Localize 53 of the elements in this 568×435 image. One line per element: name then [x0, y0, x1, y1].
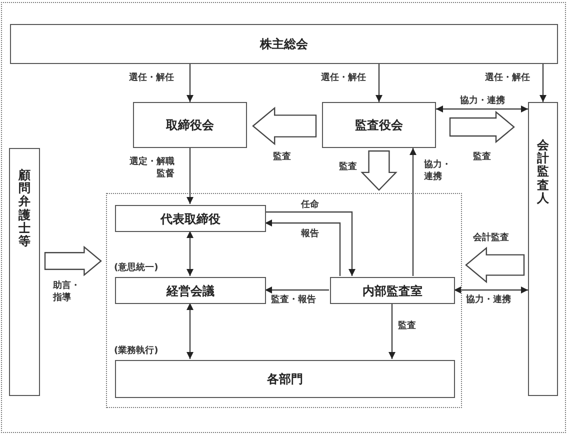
arrow — [186, 148, 194, 204]
edge-label: 選任・解任 — [320, 72, 367, 84]
edge-label: 監査・報告 — [270, 294, 317, 306]
edge-label: 監査 — [397, 320, 417, 332]
edge-label: 選任・解任 — [128, 72, 175, 84]
edge-label: 選定・解職監督 — [128, 156, 176, 180]
box-label: 会計監査人 — [537, 139, 549, 205]
block-arrow — [44, 246, 102, 276]
org-box — [322, 102, 436, 148]
block-arrow — [360, 150, 398, 191]
box-label: 顧問弁護士等 — [18, 169, 30, 248]
edge-label: 報告 — [300, 228, 320, 240]
node-caption: (意思統一) — [114, 264, 158, 273]
arrow — [376, 64, 382, 102]
box-label: 株主総会 — [260, 36, 308, 53]
arrow — [186, 231, 194, 276]
box-label: 経営会議 — [166, 282, 214, 300]
arrow — [265, 211, 356, 276]
box-label: 取締役会 — [166, 117, 214, 134]
org-box — [9, 148, 40, 396]
edge-label: 選任・解任 — [484, 72, 531, 84]
arrow — [186, 64, 194, 102]
edge-label: 会計監査 — [472, 232, 510, 244]
arrow — [454, 286, 528, 294]
edge-label: 任命 — [300, 199, 320, 212]
org-box — [10, 24, 558, 64]
dotted-group-box — [106, 193, 462, 408]
org-box — [133, 102, 247, 148]
org-box — [115, 360, 455, 398]
org-box — [528, 102, 558, 396]
edge-label: 監査 — [338, 161, 358, 174]
org-box — [115, 277, 266, 304]
arrow — [388, 303, 396, 359]
arrow — [265, 220, 341, 276]
arrow — [540, 64, 546, 102]
arrow — [436, 106, 528, 112]
edge-label: 協力・連携 — [459, 95, 506, 108]
node-caption: (業務執行) — [114, 347, 158, 356]
edge-label: 監査 — [272, 151, 292, 164]
arrow — [186, 303, 194, 359]
box-label: 各部門 — [267, 371, 303, 388]
edge-label: 監査 — [472, 151, 492, 164]
org-box — [115, 205, 266, 232]
box-label: 代表取締役 — [160, 210, 220, 228]
box-label: 内部監査室 — [362, 282, 422, 300]
box-label: 監査役会 — [355, 117, 403, 134]
block-arrow — [449, 110, 515, 144]
arrow — [265, 286, 329, 294]
edge-label: 協力・連携 — [465, 294, 512, 306]
org-box — [330, 277, 455, 304]
block-arrow — [465, 246, 525, 284]
block-arrow — [252, 106, 317, 146]
arrow — [410, 148, 416, 276]
